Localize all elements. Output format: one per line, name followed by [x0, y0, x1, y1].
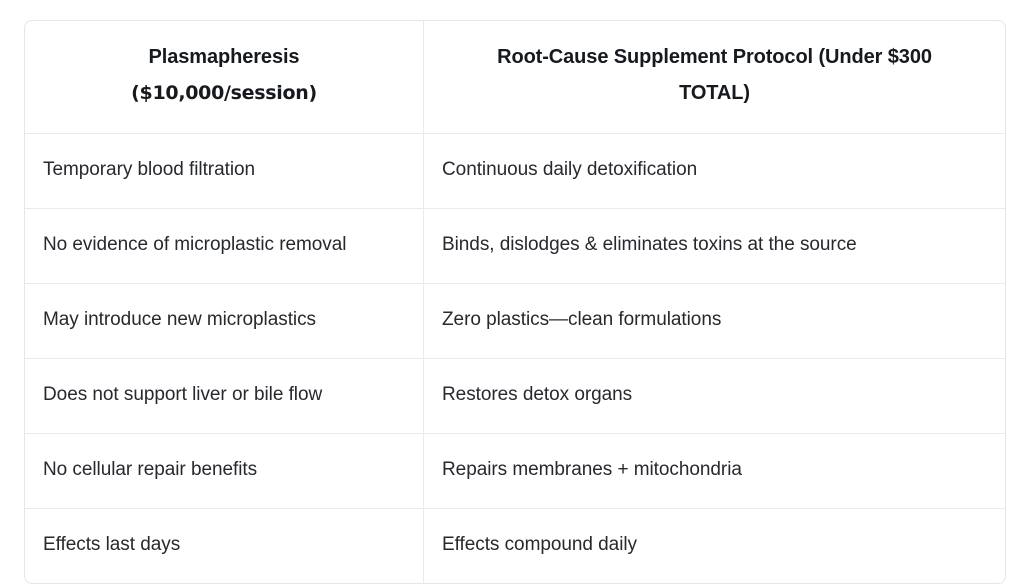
cell-supplement-protocol: Continuous daily detoxification — [423, 134, 1005, 209]
cell-plasmapheresis: No cellular repair benefits — [25, 434, 423, 509]
comparison-table: Plasmapheresis ($10,000/session) Root-Ca… — [24, 20, 1006, 584]
table-row: No cellular repair benefits Repairs memb… — [25, 434, 1005, 509]
table-row: Effects last days Effects compound daily — [25, 509, 1005, 583]
cell-plasmapheresis: May introduce new microplastics — [25, 284, 423, 359]
table-header: Plasmapheresis ($10,000/session) Root-Ca… — [25, 21, 1005, 134]
cell-plasmapheresis: Does not support liver or bile flow — [25, 359, 423, 434]
cell-supplement-protocol: Restores detox organs — [423, 359, 1005, 434]
column-header-plasmapheresis: Plasmapheresis ($10,000/session) — [25, 21, 423, 134]
header-row: Plasmapheresis ($10,000/session) Root-Ca… — [25, 21, 1005, 134]
cell-plasmapheresis: Effects last days — [43, 534, 181, 555]
column-header-supplement-protocol: Root-Cause Supplement Protocol (Under $3… — [423, 21, 1005, 134]
cell-supplement-protocol: Repairs membranes + mitochondria — [423, 434, 1005, 509]
table-row: Temporary blood filtration Continuous da… — [25, 134, 1005, 209]
column-header-supplement-protocol-line2: TOTAL) — [679, 82, 750, 104]
table-row: May introduce new microplastics Zero pla… — [25, 284, 1005, 359]
table-row: Does not support liver or bile flow Rest… — [25, 359, 1005, 434]
column-header-plasmapheresis-line1: Plasmapheresis — [148, 46, 300, 68]
cell-supplement-protocol: Effects compound daily — [423, 509, 1005, 583]
cell-plasmapheresis: Temporary blood filtration — [25, 134, 423, 209]
table-body: Temporary blood filtration Continuous da… — [25, 134, 1005, 583]
cell-supplement-protocol: Zero plastics—clean formulations — [423, 284, 1005, 359]
page-root: Plasmapheresis ($10,000/session) Root-Ca… — [24, 20, 1006, 584]
cell-plasmapheresis: No evidence of microplastic removal — [25, 209, 423, 284]
column-header-plasmapheresis-line2: ($10,000/session) — [131, 82, 317, 104]
column-header-supplement-protocol-line1: Root-Cause Supplement Protocol (Under $3… — [497, 46, 932, 68]
cell-supplement-protocol: Binds, dislodges & eliminates toxins at … — [423, 209, 1005, 284]
table-row: No evidence of microplastic removal Bind… — [25, 209, 1005, 284]
